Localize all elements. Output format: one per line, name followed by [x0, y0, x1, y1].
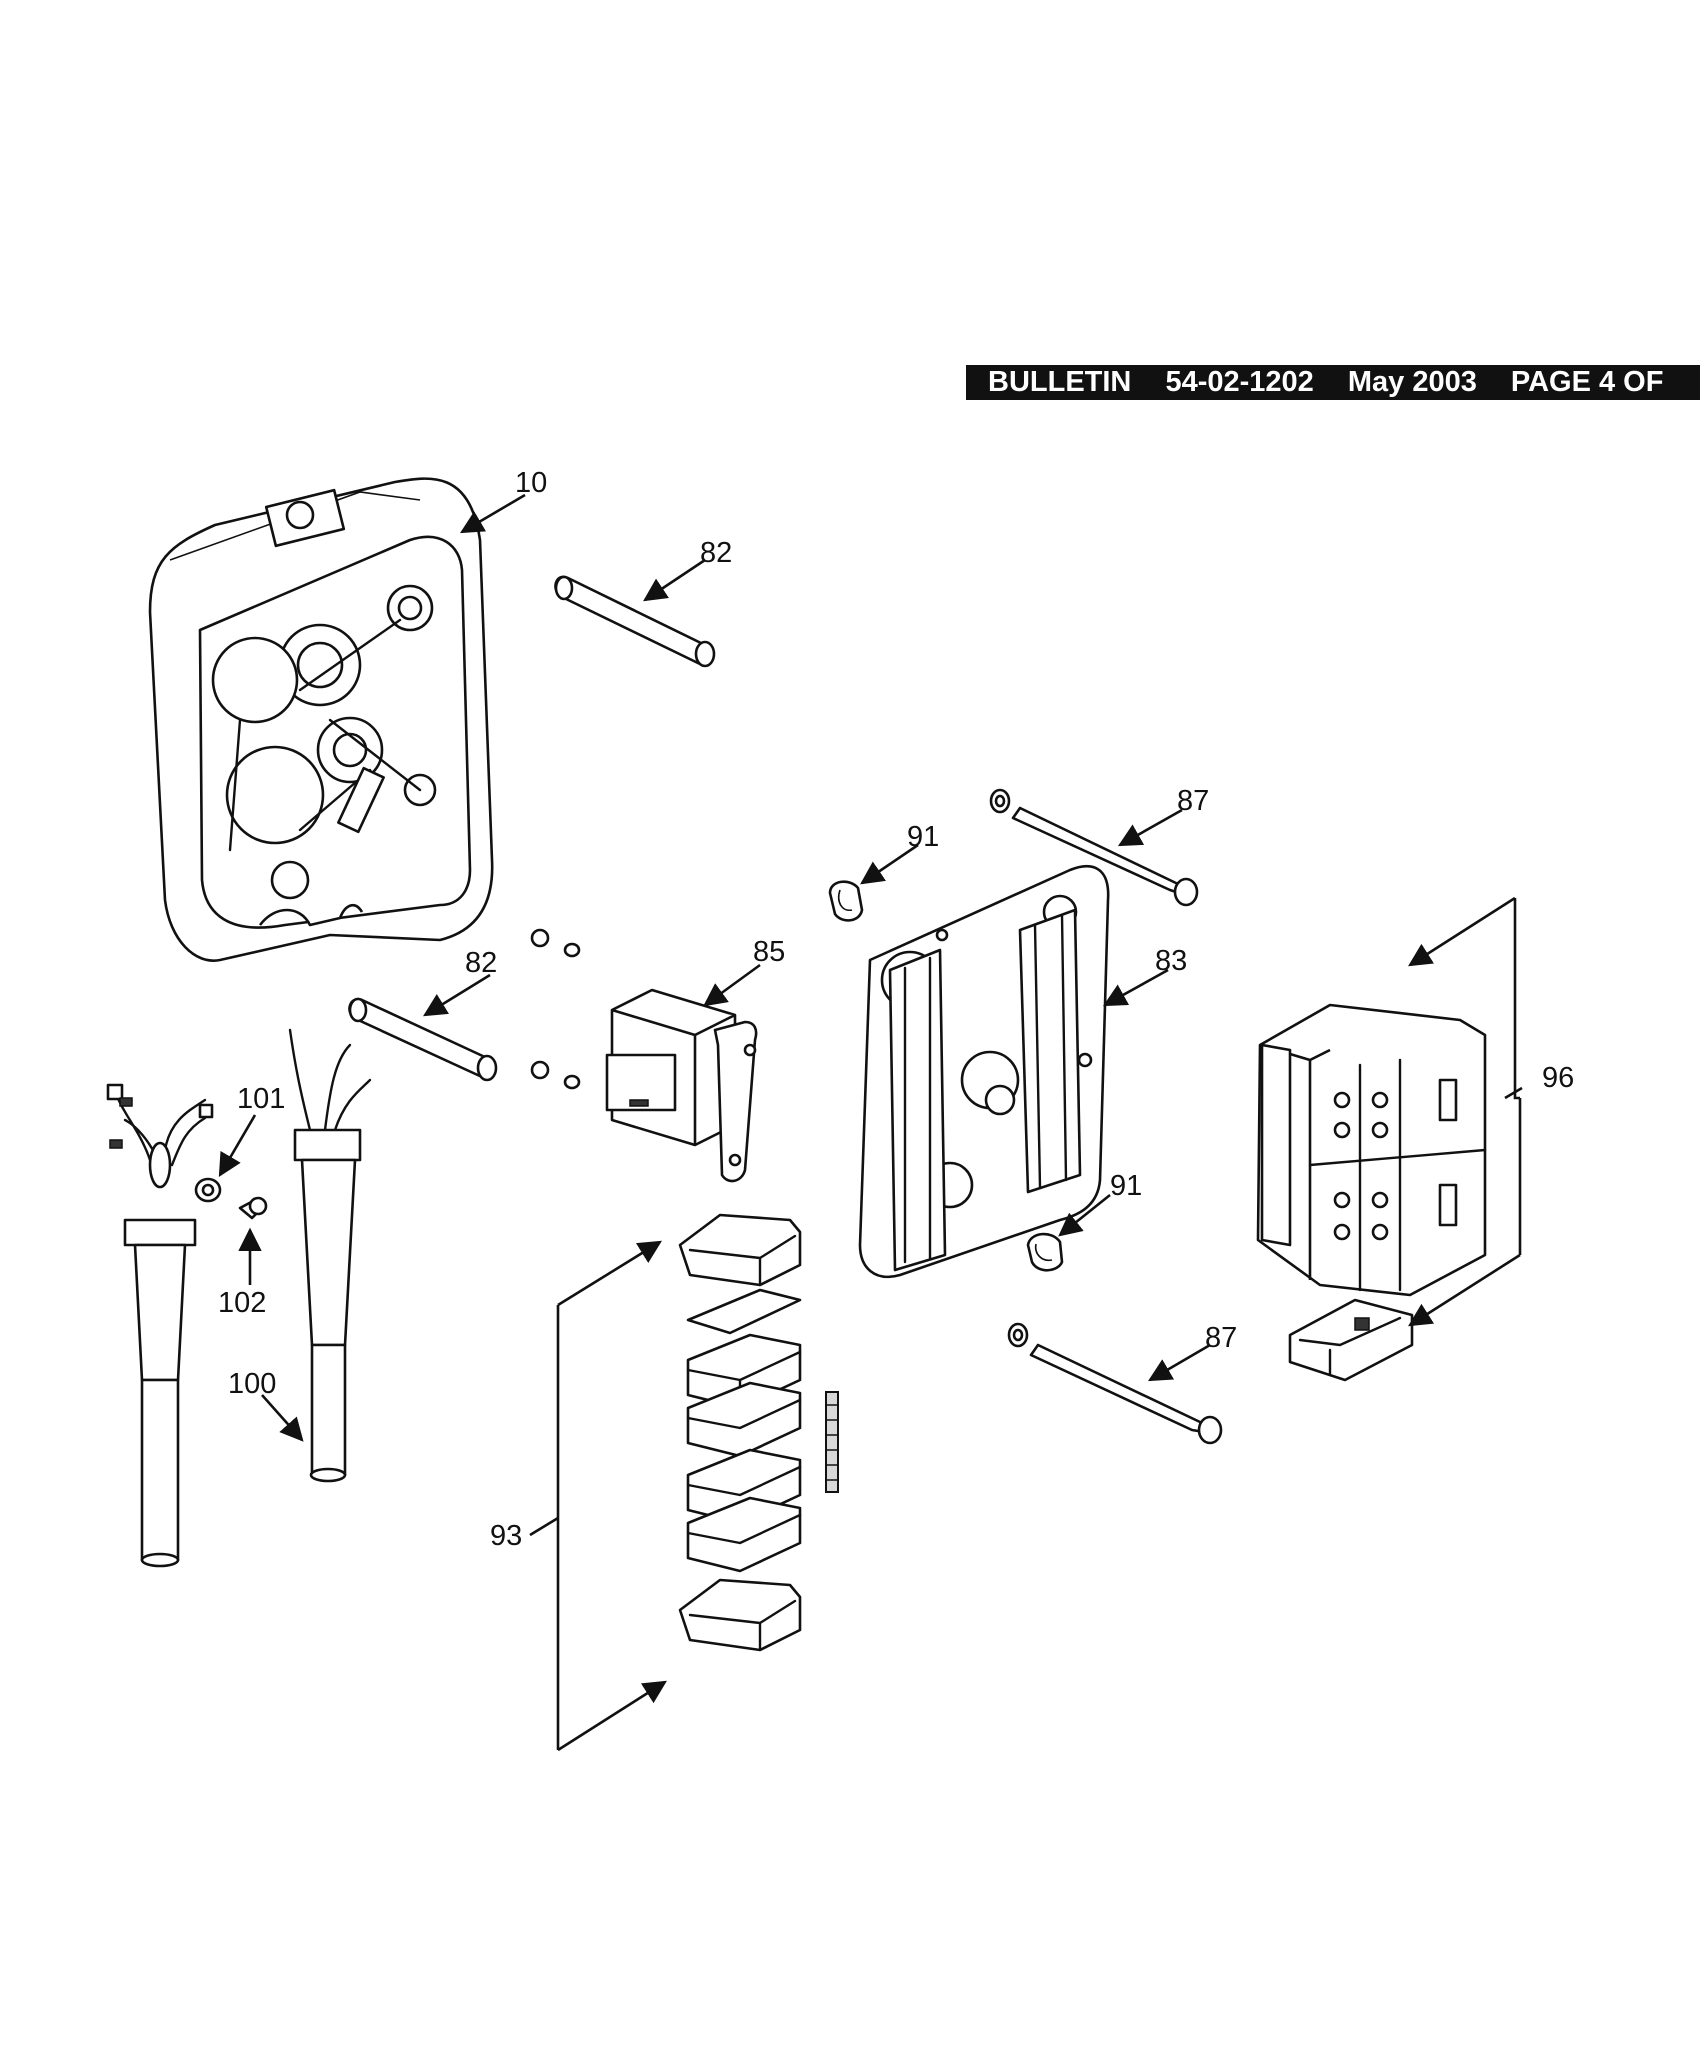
callout-82-lower: 82 [465, 947, 497, 979]
spacer-rod-lower-part-82 [348, 997, 498, 1082]
callout-91-lower: 91 [1110, 1170, 1142, 1202]
screw-part-102 [238, 1196, 268, 1220]
callout-82-upper: 82 [700, 537, 732, 569]
callout-87-upper: 87 [1177, 785, 1209, 817]
cable-gland-with-leads [106, 1083, 214, 1568]
spacer-rod-upper-part-82 [554, 575, 716, 668]
grommet-clip-lower-part-91 [1026, 1232, 1064, 1272]
callout-85: 85 [753, 936, 785, 968]
callout-10: 10 [515, 467, 547, 499]
grommet-clip-upper-part-91 [828, 880, 864, 922]
callout-labels: 10 82 82 87 87 91 91 85 83 96 101 102 10… [218, 467, 1574, 1552]
terminal-stack-part-93 [678, 1213, 839, 1652]
callout-87-lower: 87 [1205, 1322, 1237, 1354]
callout-96: 96 [1542, 1062, 1574, 1094]
long-bolt-upper-part-87 [989, 788, 1199, 907]
transformer-part-85 [530, 928, 758, 1183]
long-bolt-lower-part-87 [1007, 1322, 1223, 1445]
callout-93: 93 [490, 1520, 522, 1552]
callout-100: 100 [228, 1368, 276, 1400]
enclosure-housing-part-10 [148, 477, 494, 962]
callout-102: 102 [218, 1287, 266, 1319]
contactor-block-part-96 [1256, 1003, 1487, 1297]
page-label: PAGE 4 OF [1510, 366, 1664, 398]
washer-part-101 [194, 1177, 222, 1203]
callout-101: 101 [237, 1083, 285, 1115]
terminal-block-part-96 [1288, 1298, 1414, 1382]
bulletin-header-bar: BULLETIN 54-02-1202 May 2003 PAGE 4 OF [966, 365, 1700, 400]
leader-lines [218, 493, 1523, 1752]
cord-grip-part-100 [288, 1028, 372, 1483]
mounting-plate-part-83 [858, 864, 1110, 1278]
bulletin-number: 54-02-1202 [1165, 366, 1314, 398]
bulletin-date: May 2003 [1347, 366, 1477, 398]
callout-83: 83 [1155, 945, 1187, 977]
bulletin-label: BULLETIN [988, 366, 1132, 398]
callout-91-upper: 91 [907, 821, 939, 853]
